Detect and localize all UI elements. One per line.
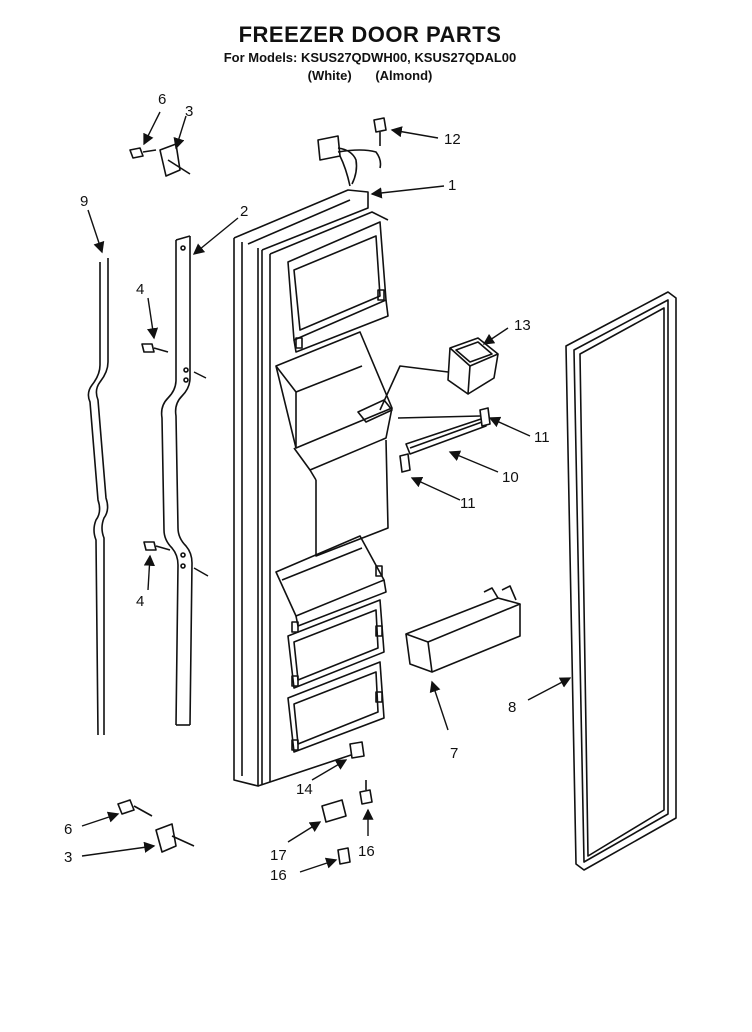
callout-4-lower: 4: [136, 593, 144, 610]
callout-13: 13: [514, 317, 531, 334]
callout-3-top: 3: [185, 103, 193, 120]
callout-14: 14: [296, 781, 313, 798]
callout-9: 9: [80, 193, 88, 210]
part-16-screw-right: [359, 780, 373, 805]
part-9-strip: [87, 258, 109, 736]
part-14-bushing: [349, 741, 365, 759]
part-8-gasket: [565, 291, 677, 871]
callout-16-bottom: 16: [270, 867, 287, 884]
callout-1: 1: [448, 177, 456, 194]
part-17-bracket: [321, 799, 347, 823]
leader-13-line: [397, 415, 481, 419]
callout-12: 12: [444, 131, 461, 148]
callout-11-left: 11: [460, 495, 476, 512]
callout-10: 10: [502, 469, 519, 486]
part-4-screw-lower: [143, 541, 171, 551]
callout-4-upper: 4: [136, 281, 144, 298]
callout-11-right: 11: [534, 429, 550, 446]
callout-labels: 6 3 9 2 4 4 12 1 13 11 10 11 7 8 14 17 1…: [64, 91, 550, 884]
part-12-harness: [317, 117, 387, 187]
model-numbers: For Models: KSUS27QDWH00, KSUS27QDAL00: [223, 50, 517, 65]
part-11-clip-left: [399, 453, 411, 473]
model-colors: (White) (Almond): [0, 68, 740, 83]
color-white: (White): [307, 68, 352, 83]
part-6-screw-bottom: [117, 799, 153, 817]
diagram-title: FREEZER DOOR PARTS: [238, 22, 502, 47]
callout-7: 7: [450, 745, 458, 762]
part-4-screw-upper: [141, 343, 169, 353]
callout-16-right: 16: [358, 843, 375, 860]
part-3-bracket-bottom: [155, 823, 195, 853]
part-10-strip: [405, 417, 487, 455]
part-11-clip-right: [479, 407, 491, 427]
part-3-bracket-top: [159, 143, 191, 177]
callout-6-top: 6: [158, 91, 166, 108]
callout-2: 2: [240, 203, 248, 220]
callout-6-bottom: 6: [64, 821, 72, 838]
part-2-trim: [160, 235, 209, 726]
callout-17: 17: [270, 847, 287, 864]
leader-lines: [81, 111, 572, 873]
part-13-chute: [379, 337, 499, 411]
part-1-door: [233, 189, 393, 787]
part-7-bin: [405, 585, 521, 673]
part-16-screw-bottom: [337, 847, 351, 865]
callout-3-bottom: 3: [64, 849, 72, 866]
callout-8: 8: [508, 699, 516, 716]
color-almond: (Almond): [375, 68, 433, 83]
part-6-screw-top: [129, 147, 157, 159]
